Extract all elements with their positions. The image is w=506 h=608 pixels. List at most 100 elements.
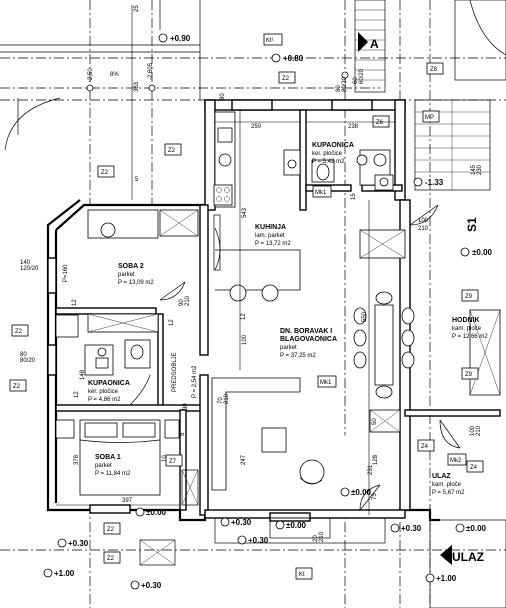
dim-label: 128 xyxy=(373,454,379,465)
dim-label: 210 xyxy=(224,393,230,404)
dim-label: 20 xyxy=(313,535,319,542)
dim-label: 30 xyxy=(183,403,189,410)
section-arrow-icon xyxy=(358,32,368,52)
terrace-outline xyxy=(0,0,201,151)
level-marker: +1.00 xyxy=(54,569,75,578)
tag-z2: Z2 xyxy=(13,384,21,390)
dim-label: 210 xyxy=(476,425,482,436)
dim-label: 383 xyxy=(134,81,140,92)
dim-label: 210 xyxy=(418,226,429,232)
dim-label: 210 xyxy=(319,531,325,542)
dim-label: 60 xyxy=(353,77,359,84)
tag-z9: Z9 xyxy=(465,294,473,300)
kitchen-furniture xyxy=(213,111,301,302)
room-name-soba1: SOBA 1 xyxy=(95,454,121,461)
dim-label: 100 xyxy=(242,334,248,345)
dim-label: 80 xyxy=(336,85,342,92)
room-area-soba2: P = 13,09 m2 xyxy=(118,280,154,286)
room-area-kupaonica-1: P = 5,42 m2 xyxy=(312,159,345,165)
dim-label: 5 xyxy=(135,177,139,183)
tag-kt: Kt xyxy=(299,572,305,578)
dim-label: 80/20 xyxy=(342,76,348,92)
dim-label: 15 xyxy=(351,193,357,200)
level-marker: +0.90 xyxy=(170,34,191,43)
dim-label: 543 xyxy=(242,207,248,218)
level-marker: ±0.00 xyxy=(466,524,487,533)
room-area-hodnik: P = 12,66 m2 xyxy=(452,334,488,340)
room-floor-kupaonica-1: ker. pločice xyxy=(312,151,343,157)
room-floor-soba1: parket xyxy=(95,463,112,469)
dim-label: 12 xyxy=(74,391,80,398)
level-marker: ±0.00 xyxy=(351,488,372,497)
bathroom-2-fixtures xyxy=(84,339,151,406)
dim-label: 148 xyxy=(80,369,86,380)
tag-z2: Z2 xyxy=(168,148,176,154)
tag-a: A xyxy=(370,37,379,51)
dim-label: 70 xyxy=(218,397,224,404)
tag-z7: Z7 xyxy=(169,459,177,465)
room-floor-soba2: parket xyxy=(118,272,135,278)
room-name-kuhinja: KUHINJA xyxy=(255,224,286,231)
room-floor-kupaonica-2: ker. pločice xyxy=(88,389,119,395)
tag-z2: Z2 xyxy=(101,170,109,176)
tag-z6: Z6 xyxy=(376,120,384,126)
dim-label: 210 xyxy=(185,295,191,306)
level-marker: +0.30 xyxy=(68,539,89,548)
dim-label: 90 xyxy=(179,299,185,306)
dim-label: 378 xyxy=(74,454,80,465)
room-floor-hodnik: kam. ploče xyxy=(452,326,482,332)
entrance xyxy=(139,517,506,608)
room-area-kupaonica-2: P = 4,86 m2 xyxy=(88,397,121,403)
tag-z2: Z2 xyxy=(282,76,290,82)
room-area-boravak: P = 37,25 m2 xyxy=(280,353,316,359)
tag-z9: Z9 xyxy=(465,372,473,378)
entrance-arrow-icon xyxy=(440,545,452,565)
soba1-furniture xyxy=(55,419,199,506)
dim-label: 12 xyxy=(169,319,175,326)
room-area-kuhinja: P = 13,72 m2 xyxy=(255,241,291,247)
dim-label: -2,50 xyxy=(88,68,94,82)
tag-kt1: Kt¹ xyxy=(266,38,274,44)
tag-mk2: Mk2 xyxy=(450,458,462,464)
dim-label: 75 xyxy=(372,493,378,500)
dimensions: 250 238 543 100 231 247 378 397 128 75 5… xyxy=(20,5,483,542)
dim-label: 12 xyxy=(241,313,247,320)
room-labels: KUHINJA lam. parket P = 13,72 m2 KUPAONI… xyxy=(88,142,488,496)
level-marker: ±0.00 xyxy=(286,521,307,530)
tag-mk1: Mk1 xyxy=(320,380,332,386)
dim-label: 120/20 xyxy=(20,266,39,272)
room-name-kupaonica-1: KUPAONICA xyxy=(312,142,354,149)
level-marker: +0.80 xyxy=(283,54,304,63)
dim-label: 100 xyxy=(470,425,476,436)
dim-label: 80/20 xyxy=(20,358,36,364)
dim-label: 230 xyxy=(477,164,483,175)
level-marker: +0.30 xyxy=(248,536,269,545)
room-area-soba1: P = 11,84 m2 xyxy=(95,471,131,477)
dim-label: 145 xyxy=(471,164,477,175)
tag-mk1: Mk1 xyxy=(315,190,327,196)
dim-label: 10 xyxy=(162,455,168,462)
dim-label: 80 xyxy=(20,352,27,358)
dim-label: P=160 xyxy=(63,264,69,282)
dim-label: 247 xyxy=(241,454,247,465)
dim-label: -2,605 xyxy=(148,62,154,80)
dim-label: 140 xyxy=(20,260,31,266)
dim-label: 12 xyxy=(72,299,78,306)
dim-label: 50 xyxy=(372,418,378,425)
dim-label: 397 xyxy=(122,498,133,504)
tag-s1: S1 xyxy=(465,217,479,232)
room-floor-kuhinja: lam. parket xyxy=(255,233,285,239)
dim-label: 550 xyxy=(362,311,368,322)
living-furniture xyxy=(211,204,501,511)
dim-label: 100 xyxy=(418,218,429,224)
element-tags: Kt¹ Z2 Z2 Z2 Z2 Z2 Z2 Z2 Z8 Z6 Z9 Z9 Z4 … xyxy=(9,32,484,580)
dim-label: 8% xyxy=(110,72,119,78)
level-marker: ±0.00 xyxy=(472,248,493,257)
room-name-kupaonica-2: KUPAONICA xyxy=(88,380,130,387)
dim-label: 238 xyxy=(348,124,359,130)
dim-label: 8 xyxy=(180,432,186,436)
tag-z4: Z4 xyxy=(421,444,429,450)
room-name-boravak: DN. BORAVAK I xyxy=(280,328,332,335)
tag-ulaz: ULAZ xyxy=(452,550,484,564)
